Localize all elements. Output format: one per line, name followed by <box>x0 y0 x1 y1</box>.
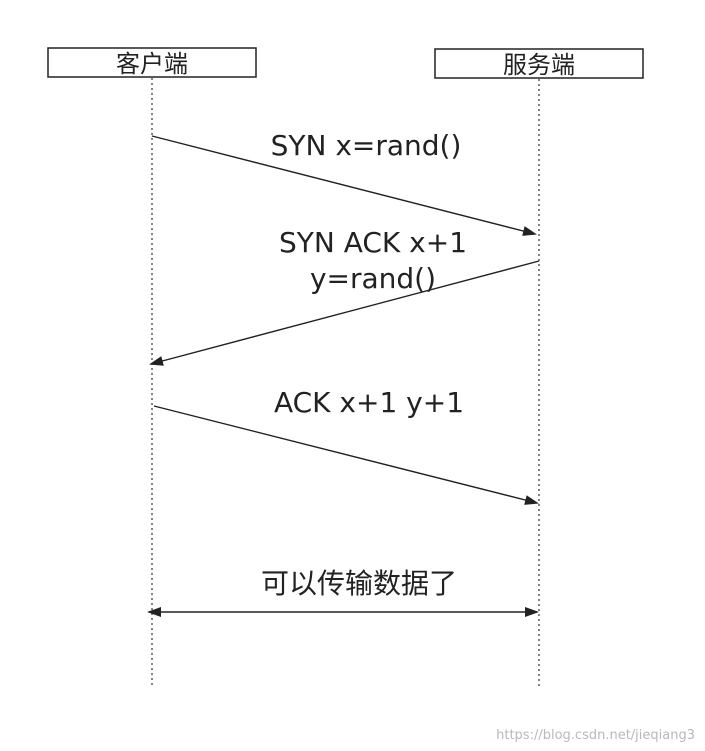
syn-arrow <box>151 135 537 236</box>
client-actor-box <box>47 47 257 78</box>
client-actor: 客户端 <box>47 47 257 78</box>
syn-ack-label-line2: y=rand() <box>310 262 436 295</box>
server-actor-box <box>434 48 644 79</box>
syn-ack-label-line1: SYN ACK x+1 <box>279 226 467 259</box>
message-data-transfer: 可以传输数据了 <box>147 567 539 617</box>
message-syn-ack: SYN ACK x+1 y=rand() <box>149 226 540 366</box>
watermark: https://blog.csdn.net/jieqiang3 <box>496 728 695 743</box>
server-actor: 服务端 <box>434 48 644 79</box>
ack-arrow <box>153 405 539 505</box>
syn-label: SYN x=rand() <box>271 129 462 162</box>
ack-label: ACK x+1 y+1 <box>274 386 464 419</box>
server-actor-label: 服务端 <box>503 51 575 79</box>
client-actor-label: 客户端 <box>116 50 188 78</box>
syn-ack-arrow <box>149 260 540 366</box>
message-ack: ACK x+1 y+1 <box>153 386 539 505</box>
message-syn: SYN x=rand() <box>151 129 537 236</box>
data-transfer-label: 可以传输数据了 <box>261 567 457 600</box>
